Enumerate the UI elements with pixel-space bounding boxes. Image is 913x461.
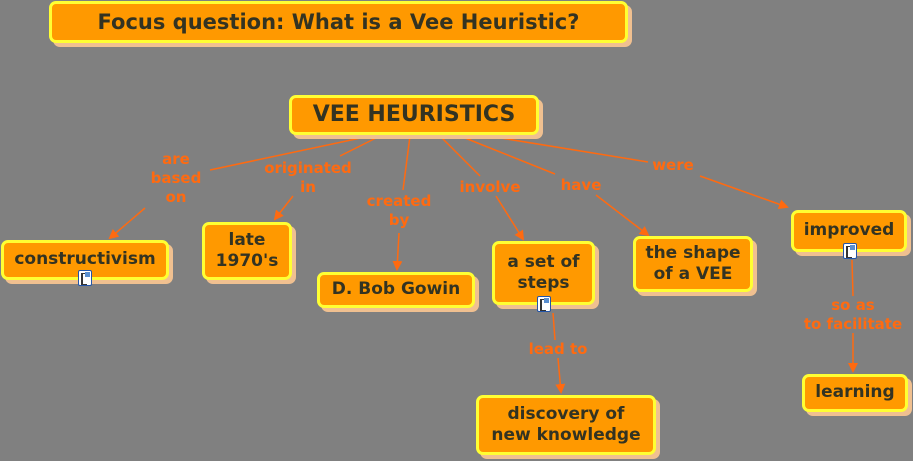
link-label-originated-in: originated in [264,159,352,196]
link-label-involve: involve [459,178,521,196]
concept-late-1970s[interactable]: late 1970's [202,222,292,280]
concept-d-bob-gowin[interactable]: D. Bob Gowin [317,272,475,308]
document-resource-icon[interactable] [537,296,551,312]
link-label-lead-to: lead to [528,340,588,358]
concept-constructivism[interactable]: constructivism [1,240,169,280]
link-label-created-by: created by [366,192,432,229]
link-label-so-as-to-facilitate: so as to facilitate [803,296,903,333]
link-label-are-based-on: are based on [150,150,202,206]
concept-shape-of-vee[interactable]: the shape of a VEE [633,236,753,292]
concept-vee-heuristics[interactable]: VEE HEURISTICS [289,95,539,135]
document-resource-icon[interactable] [78,270,92,286]
focus-question: Focus question: What is a Vee Heuristic? [49,1,628,43]
document-resource-icon[interactable] [843,243,857,259]
link-label-were: were [652,156,694,174]
concept-discovery-new-knowledge[interactable]: discovery of new knowledge [476,395,656,455]
concept-learning[interactable]: learning [802,374,908,412]
link-label-have: have [560,176,602,194]
